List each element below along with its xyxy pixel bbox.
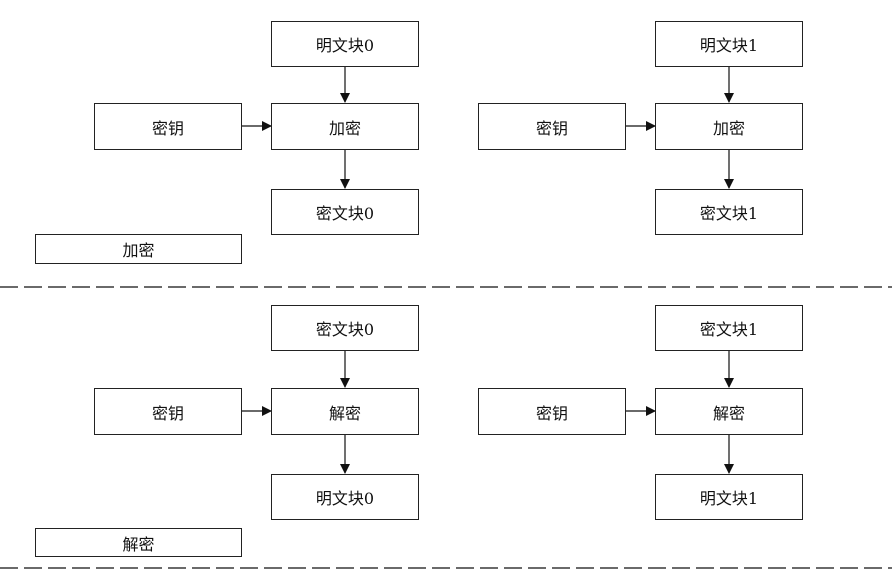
key-label: 密钥 xyxy=(535,403,568,423)
key-box-decrypt-left: 密钥 xyxy=(94,388,242,435)
encrypt-section-label-text: 加密 xyxy=(122,241,155,260)
plaintext-block-0-label: 明文块0 xyxy=(315,36,375,55)
decrypt-process-label: 解密 xyxy=(712,403,745,423)
plaintext-block-1-box: 明文块1 xyxy=(655,21,803,67)
key-box-encrypt-left: 密钥 xyxy=(94,103,242,150)
ciphertext-block-0-box-decrypt: 密文块0 xyxy=(271,305,419,351)
plaintext-block-1-box-decrypt: 明文块1 xyxy=(655,474,803,520)
ciphertext-block-1-box: 密文块1 xyxy=(655,189,803,235)
plaintext-block-0-label: 明文块0 xyxy=(315,489,375,508)
decrypt-process-box-right: 解密 xyxy=(655,388,803,435)
decrypt-section-label: 解密 xyxy=(35,528,242,557)
encrypt-section-label: 加密 xyxy=(35,234,242,264)
decrypt-process-box-left: 解密 xyxy=(271,388,419,435)
encrypt-process-label: 加密 xyxy=(712,118,745,138)
key-label: 密钥 xyxy=(151,118,184,138)
plaintext-block-0-box-decrypt: 明文块0 xyxy=(271,474,419,520)
plaintext-block-1-label: 明文块1 xyxy=(699,489,759,508)
ciphertext-block-0-label: 密文块0 xyxy=(315,204,375,223)
plaintext-block-1-label: 明文块1 xyxy=(699,36,759,55)
ciphertext-block-0-label: 密文块0 xyxy=(315,320,375,339)
key-label: 密钥 xyxy=(535,118,568,138)
encrypt-process-box-left: 加密 xyxy=(271,103,419,150)
decrypt-section-label-text: 解密 xyxy=(122,534,155,554)
plaintext-block-0-box: 明文块0 xyxy=(271,21,419,67)
ciphertext-block-1-label: 密文块1 xyxy=(699,320,759,339)
key-box-decrypt-right: 密钥 xyxy=(478,388,626,435)
ciphertext-block-1-label: 密文块1 xyxy=(699,204,759,223)
decrypt-process-label: 解密 xyxy=(328,403,361,423)
ciphertext-block-1-box-decrypt: 密文块1 xyxy=(655,305,803,351)
key-label: 密钥 xyxy=(151,403,184,423)
ciphertext-block-0-box: 密文块0 xyxy=(271,189,419,235)
key-box-encrypt-right: 密钥 xyxy=(478,103,626,150)
encrypt-process-box-right: 加密 xyxy=(655,103,803,150)
encrypt-process-label: 加密 xyxy=(328,118,361,138)
